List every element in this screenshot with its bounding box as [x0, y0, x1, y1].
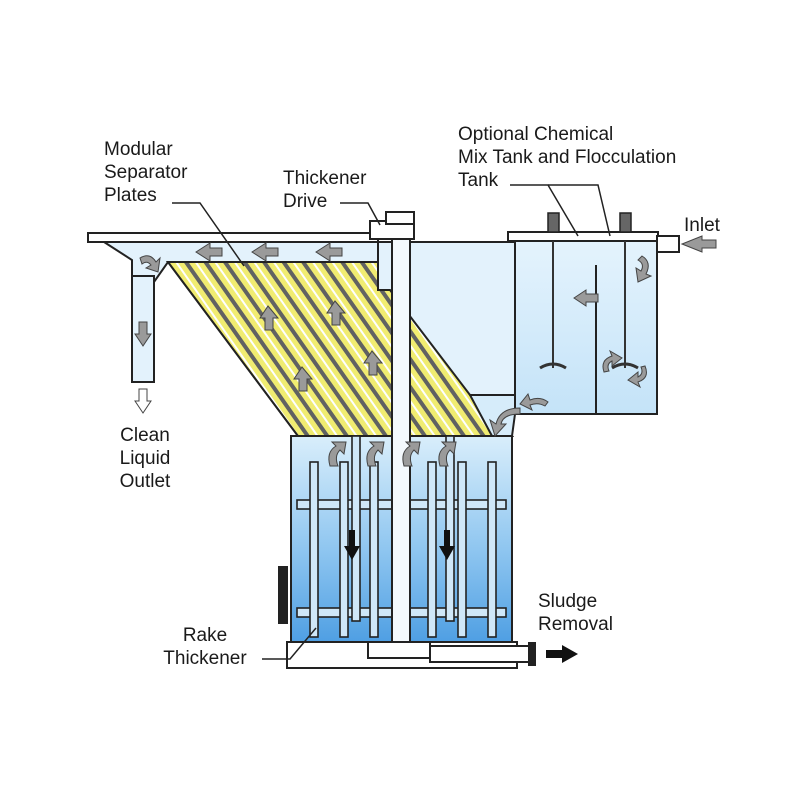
- curved-flow-arrow-icon: [602, 349, 623, 373]
- curved-flow-arrow-icon: [328, 441, 347, 467]
- flow-arrow-icon: [326, 300, 347, 326]
- chemical-mix-tank: [507, 212, 680, 415]
- leader-lines: [172, 184, 611, 660]
- down-arrow-icon: [344, 530, 360, 560]
- inlet-arrow-icon: [680, 235, 717, 253]
- flow-arrow-icon: [315, 242, 343, 262]
- flow-arrow-icon: [195, 242, 223, 262]
- curved-flow-arrow-icon: [489, 407, 521, 437]
- settling-arrows: [344, 530, 455, 560]
- thickener-drive: [369, 211, 415, 645]
- inlet-label: Inlet: [684, 215, 720, 236]
- chemical-tank-label: Optional Chemical Mix Tank and Flocculat…: [458, 124, 677, 191]
- curved-flow-arrow-icon: [402, 441, 421, 467]
- flow-arrow-icon: [293, 366, 314, 392]
- clean-liquid-outlet-label: Clean Liquid Outlet: [119, 425, 171, 492]
- modular-separator-plates-label: Modular Separator Plates: [104, 139, 188, 206]
- flow-arrow-icon: [251, 242, 279, 262]
- curved-flow-arrow-icon: [139, 255, 161, 273]
- flow-arrow-icon: [573, 289, 599, 307]
- flow-arrow-icon: [134, 321, 152, 347]
- flow-arrow-icon: [259, 305, 280, 331]
- thickener-drive-label: Thickener Drive: [283, 168, 367, 212]
- curved-flow-arrow-icon: [366, 441, 385, 467]
- sludge-removal-arrow-icon: [546, 645, 578, 663]
- rake-thickener-label: Rake Thickener: [163, 625, 247, 669]
- curved-flow-arrow-icon: [627, 365, 647, 389]
- curved-flow-arrow-icon: [519, 392, 549, 412]
- down-arrow-icon: [439, 530, 455, 560]
- flow-arrow-icon: [134, 388, 152, 414]
- flow-arrow-icon: [363, 350, 384, 376]
- flow-arrows: [134, 235, 717, 467]
- curved-flow-arrow-icon: [635, 255, 653, 283]
- sludge-removal-label: Sludge Removal: [538, 591, 613, 635]
- thickener-base: [286, 641, 536, 669]
- curved-flow-arrow-icon: [438, 441, 457, 467]
